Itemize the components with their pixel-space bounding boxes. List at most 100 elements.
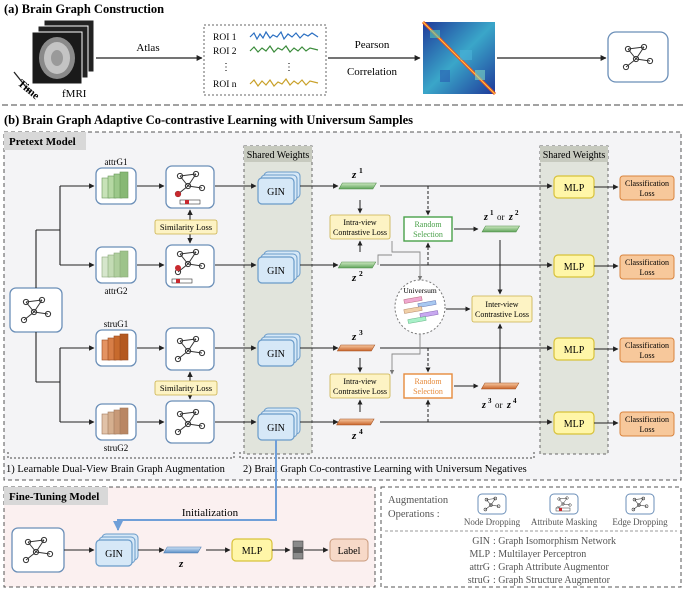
- attrG2-box: [95, 246, 137, 284]
- class-2-line1: Classification: [625, 258, 669, 267]
- z2-embedding: [337, 261, 377, 269]
- z3-label: z: [351, 331, 357, 343]
- inter-view-line1: Inter-view: [485, 300, 518, 309]
- z2-label: z: [351, 272, 357, 284]
- universum-grey-links: [377, 241, 423, 375]
- z-to-mlp-lines: [380, 183, 553, 425]
- ft-label-text: Label: [338, 546, 361, 557]
- random-selection-orange-box: [403, 373, 453, 399]
- roi-dots-right: ⋮: [284, 62, 294, 73]
- z4-embedding: [336, 418, 375, 426]
- roi-dots-left: ⋮: [221, 62, 231, 73]
- similarity-loss-2-box: [154, 380, 218, 396]
- class-3-line1: Classification: [625, 341, 669, 350]
- legend-def-abbr-1: MLP: [469, 549, 490, 560]
- intra-view-2-line2: Contrastive Loss: [333, 387, 387, 396]
- zsel-orange-or: or: [495, 400, 503, 410]
- z3-embedding: [336, 344, 376, 352]
- z4-sup: 4: [359, 427, 363, 436]
- aug-graph-1-box: [165, 165, 215, 209]
- mlp-label-4: MLP: [564, 419, 585, 430]
- intra-view-loss-1-box: [329, 214, 391, 240]
- class-3-line2: Loss: [639, 351, 654, 360]
- shared-weights-gin-label: Shared Weights: [247, 150, 310, 161]
- legend-edge-dropping-label: Edge Dropping: [612, 517, 668, 527]
- pretext-tag: [4, 132, 86, 150]
- correlation-matrix-image: [421, 20, 497, 96]
- classification-loss-3-box: [619, 337, 675, 363]
- time-axis: [13, 71, 31, 93]
- step1-label: 1) Learnable Dual-View Brain Graph Augme…: [6, 464, 226, 475]
- zsel-orange-sup3: 3: [488, 397, 492, 405]
- struG2-box: [95, 403, 137, 441]
- ft-mlp-label: MLP: [242, 546, 263, 557]
- aug-graph-2-box: [165, 244, 215, 288]
- zsel-orange-z3: z: [481, 400, 486, 411]
- roi-2-label: ROI 2: [213, 47, 237, 57]
- aug-graph-4-box: [165, 400, 215, 444]
- attrG2-label: attrG2: [105, 286, 128, 296]
- z1-label: z: [351, 169, 357, 181]
- legend-aug-line1: Augmentation: [388, 495, 449, 506]
- ft-gin-box: [95, 533, 139, 567]
- roi-1-label: ROI 1: [213, 33, 237, 43]
- mlp-to-class-arrows: [594, 184, 619, 426]
- legend-node-dropping-label: Node Dropping: [464, 517, 521, 527]
- zsel-green-sup2: 2: [515, 209, 519, 217]
- universum-label: Universum: [403, 286, 436, 295]
- roi-1-signal: [249, 30, 319, 41]
- random-selection-green-box: [403, 216, 453, 242]
- mlp-label-3: MLP: [564, 345, 585, 356]
- zsel-green-or: or: [497, 212, 505, 222]
- section-b-title: (b) Brain Graph Adaptive Co-contrastive …: [4, 113, 413, 127]
- inter-view-loss-box: [471, 295, 533, 323]
- random-orange-line2: Selection: [413, 387, 443, 396]
- zsel-green-z1: z: [483, 212, 488, 223]
- similarity-loss-1-box: [154, 219, 218, 235]
- attrG1-label: attrG1: [105, 157, 128, 167]
- gin-label-1: GIN: [267, 187, 285, 198]
- gin-label-2: GIN: [267, 266, 285, 277]
- gin-box-1: [257, 171, 301, 205]
- aug-graph-3-box: [165, 327, 215, 371]
- class-1-line2: Loss: [639, 189, 654, 198]
- intra-view-loss-2-box: [329, 373, 391, 399]
- atlas-label: Atlas: [136, 42, 159, 54]
- zsel-green-sup1: 1: [490, 209, 494, 217]
- fmri-label: fMRI: [62, 88, 87, 100]
- step2-bracket: [239, 452, 535, 459]
- z1-embedding: [338, 182, 377, 190]
- intra-view-2-line1: Intra-view: [343, 377, 377, 386]
- ft-z-embedding: [163, 546, 202, 554]
- shared-weights-mlp-label: Shared Weights: [543, 150, 606, 161]
- class-2-line2: Loss: [639, 268, 654, 277]
- class-1-line1: Classification: [625, 179, 669, 188]
- random-green-line1: Random: [414, 220, 442, 229]
- class-4-line2: Loss: [639, 425, 654, 434]
- gin-label-4: GIN: [267, 423, 285, 434]
- z2-sup: 2: [359, 269, 363, 278]
- classification-loss-1-box: [619, 175, 675, 201]
- section-a-title: (a) Brain Graph Construction: [4, 2, 164, 16]
- legend-attribute-masking-label: Attribute Masking: [531, 517, 598, 527]
- z1-sup: 1: [359, 166, 363, 175]
- gin-label-3: GIN: [267, 349, 285, 360]
- roi-n-signal: [249, 77, 319, 88]
- attrG1-box: [95, 167, 137, 205]
- legend-def-abbr-3: struG: [468, 575, 490, 586]
- legend-def-desc-3: : Graph Structure Augmentor: [493, 575, 611, 586]
- similarity-loss-2-label: Similarity Loss: [160, 383, 212, 393]
- legend-def-abbr-0: GIN: [472, 536, 490, 547]
- struG1-label: struG1: [104, 319, 129, 329]
- ft-output-vector-icon: [292, 540, 304, 560]
- z-selected-green-embedding: [481, 225, 520, 233]
- pretext-label: Pretext Model: [9, 136, 76, 148]
- gin-box-3: [257, 333, 301, 367]
- input-branch-lines: [35, 186, 61, 422]
- zsel-orange-sup4: 4: [513, 397, 517, 405]
- pearson-label: Pearson: [355, 39, 390, 51]
- legend-def-desc-0: : Graph Isomorphism Network: [493, 536, 616, 547]
- mlp-label-1: MLP: [564, 183, 585, 194]
- ft-label-box: [329, 538, 369, 562]
